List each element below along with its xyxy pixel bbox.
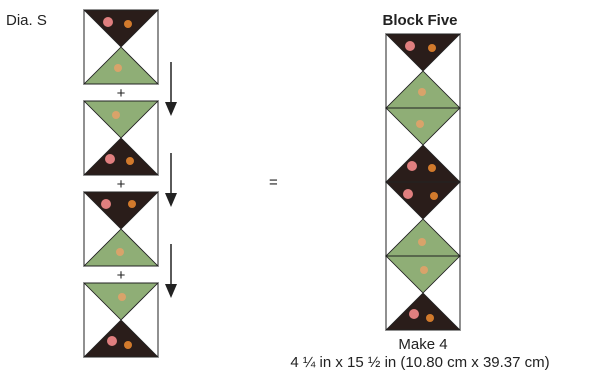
plus-sign-3: +: [116, 267, 126, 284]
plus-sign-2: +: [116, 176, 126, 193]
hourglass-unit-3: [83, 191, 159, 267]
unit-column: + + +: [83, 9, 159, 358]
down-arrow-icon-2: [165, 153, 177, 207]
make-label: Make 4: [398, 336, 448, 353]
hourglass-unit-1: [83, 9, 159, 85]
diagram-label: Dia. S: [6, 12, 47, 29]
assembled-block: [385, 33, 461, 331]
down-arrow-icon-1: [165, 62, 177, 116]
hourglass-unit-4: [83, 282, 159, 358]
down-arrow-icon-3: [165, 244, 177, 298]
hourglass-unit-2: [83, 100, 159, 176]
size-label: 4 ¼ in x 15 ½ in (10.80 cm x 39.37 cm): [290, 354, 550, 371]
plus-sign-1: +: [116, 85, 126, 102]
block-title: Block Five: [382, 12, 458, 29]
equals-sign: =: [269, 174, 278, 191]
